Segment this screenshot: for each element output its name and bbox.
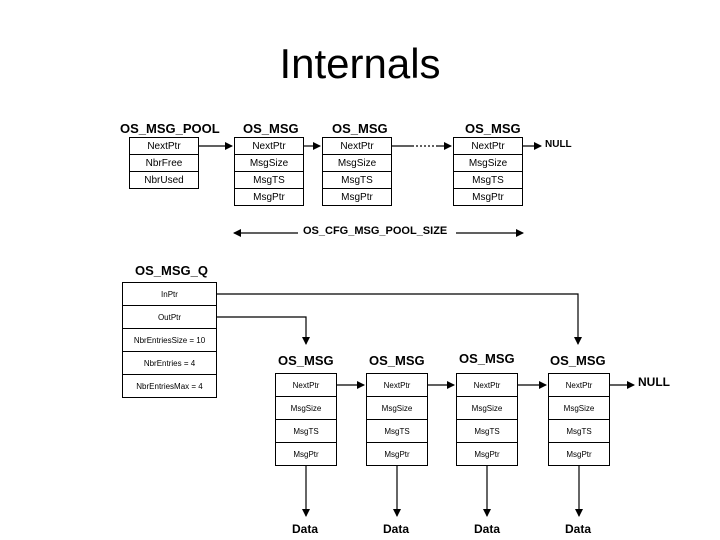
- pool-node-1-msgptr: MsgPtr: [234, 188, 304, 206]
- queue-node-2-msgts: MsgTS: [366, 419, 428, 443]
- queue-node-2-msgptr: MsgPtr: [366, 442, 428, 466]
- inptr-connector: [217, 293, 579, 343]
- msg-queue-field-outptr: OutPtr: [122, 305, 217, 329]
- pool-node-2-msgts: MsgTS: [322, 171, 392, 189]
- queue-node-1-msgsize: MsgSize: [275, 396, 337, 420]
- queue-node-3-header: OS_MSG: [459, 351, 515, 366]
- pool-node-2-header: OS_MSG: [332, 121, 388, 136]
- pool-node-3-msgptr: MsgPtr: [453, 188, 523, 206]
- outptr-connector: [217, 316, 307, 343]
- queue-node-1-data: Data: [292, 522, 319, 536]
- queue-node-1-nextptr: NextPtr: [275, 373, 337, 397]
- msg-queue-field-nbrentriesmax: NbrEntriesMax = 4: [122, 374, 217, 398]
- msg-pool-header: OS_MSG_POOL: [120, 121, 220, 136]
- queue-node-2-header: OS_MSG: [369, 353, 425, 368]
- pool-null-label: NULL: [545, 139, 572, 150]
- queue-node-3-msgptr: MsgPtr: [456, 442, 518, 466]
- pool-node-1-header: OS_MSG: [243, 121, 299, 136]
- queue-node-2-data: Data: [383, 522, 410, 536]
- queue-node-4-header: OS_MSG: [550, 353, 606, 368]
- pool-node-2-msgptr: MsgPtr: [322, 188, 392, 206]
- queue-node-1-msgptr: MsgPtr: [275, 442, 337, 466]
- slide-title: Internals: [279, 40, 441, 87]
- pool-size-label: OS_CFG_MSG_POOL_SIZE: [300, 225, 451, 237]
- queue-node-1-header: OS_MSG: [278, 353, 334, 368]
- queue-node-3-data: Data: [474, 522, 501, 536]
- pool-node-3-header: OS_MSG: [465, 121, 521, 136]
- queue-null-label: NULL: [638, 375, 670, 389]
- queue-node-2-msgsize: MsgSize: [366, 396, 428, 420]
- msg-pool-field-nbrused: NbrUsed: [129, 171, 199, 189]
- msg-queue-header: OS_MSG_Q: [135, 263, 208, 278]
- queue-node-4-msgptr: MsgPtr: [548, 442, 610, 466]
- queue-node-4-data: Data: [565, 522, 592, 536]
